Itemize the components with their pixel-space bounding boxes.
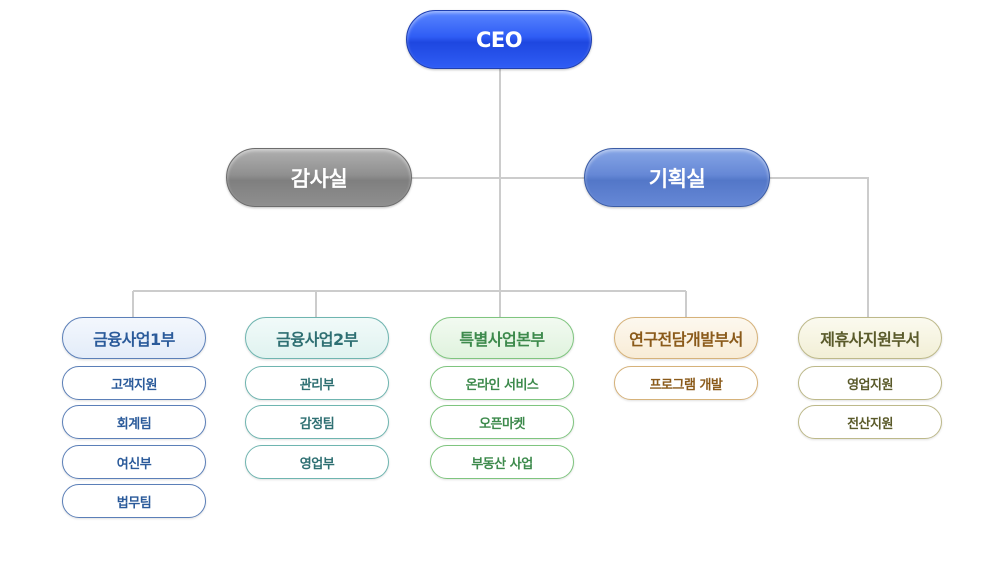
department-label: 금융사업1부 xyxy=(93,330,175,349)
department-node: 제휴사지원부서 xyxy=(798,317,942,359)
department-label: 특별사업본부 xyxy=(459,330,545,349)
team-label: 영업지원 xyxy=(847,377,893,393)
team-node: 회계팀 xyxy=(62,405,206,439)
ceo-label: CEO xyxy=(475,27,523,52)
team-node: 프로그램 개발 xyxy=(614,366,758,400)
department-node: 금융사업1부 xyxy=(62,317,206,359)
team-node: 법무팀 xyxy=(62,484,206,518)
team-node: 관리부 xyxy=(245,366,389,400)
team-label: 온라인 서비스 xyxy=(465,377,539,393)
team-label: 고객지원 xyxy=(111,377,157,393)
department-node: 금융사업2부 xyxy=(245,317,389,359)
team-label: 여신부 xyxy=(116,456,152,472)
team-label: 법무팀 xyxy=(116,495,152,511)
team-label: 감정팀 xyxy=(299,416,335,432)
team-label: 프로그램 개발 xyxy=(649,377,723,393)
planning-office-node: 기획실 xyxy=(584,148,770,207)
department-label: 제휴사지원부서 xyxy=(820,330,920,349)
team-label: 관리부 xyxy=(299,377,335,393)
team-node: 부동산 사업 xyxy=(430,445,574,479)
team-label: 회계팀 xyxy=(116,416,152,432)
team-label: 전산지원 xyxy=(847,416,893,432)
audit-office-label: 감사실 xyxy=(290,166,348,191)
team-node: 전산지원 xyxy=(798,405,942,439)
department-node: 특별사업본부 xyxy=(430,317,574,359)
department-label: 금융사업2부 xyxy=(276,330,358,349)
team-node: 오픈마켓 xyxy=(430,405,574,439)
team-node: 영업부 xyxy=(245,445,389,479)
team-node: 여신부 xyxy=(62,445,206,479)
audit-office-node: 감사실 xyxy=(226,148,412,207)
ceo-node: CEO xyxy=(406,10,592,69)
team-label: 부동산 사업 xyxy=(471,456,533,472)
team-label: 영업부 xyxy=(299,456,335,472)
department-label: 연구전담개발부서 xyxy=(629,330,743,349)
team-node: 고객지원 xyxy=(62,366,206,400)
team-node: 감정팀 xyxy=(245,405,389,439)
team-label: 오픈마켓 xyxy=(479,416,525,432)
department-node: 연구전담개발부서 xyxy=(614,317,758,359)
team-node: 영업지원 xyxy=(798,366,942,400)
planning-office-label: 기획실 xyxy=(648,166,706,191)
team-node: 온라인 서비스 xyxy=(430,366,574,400)
